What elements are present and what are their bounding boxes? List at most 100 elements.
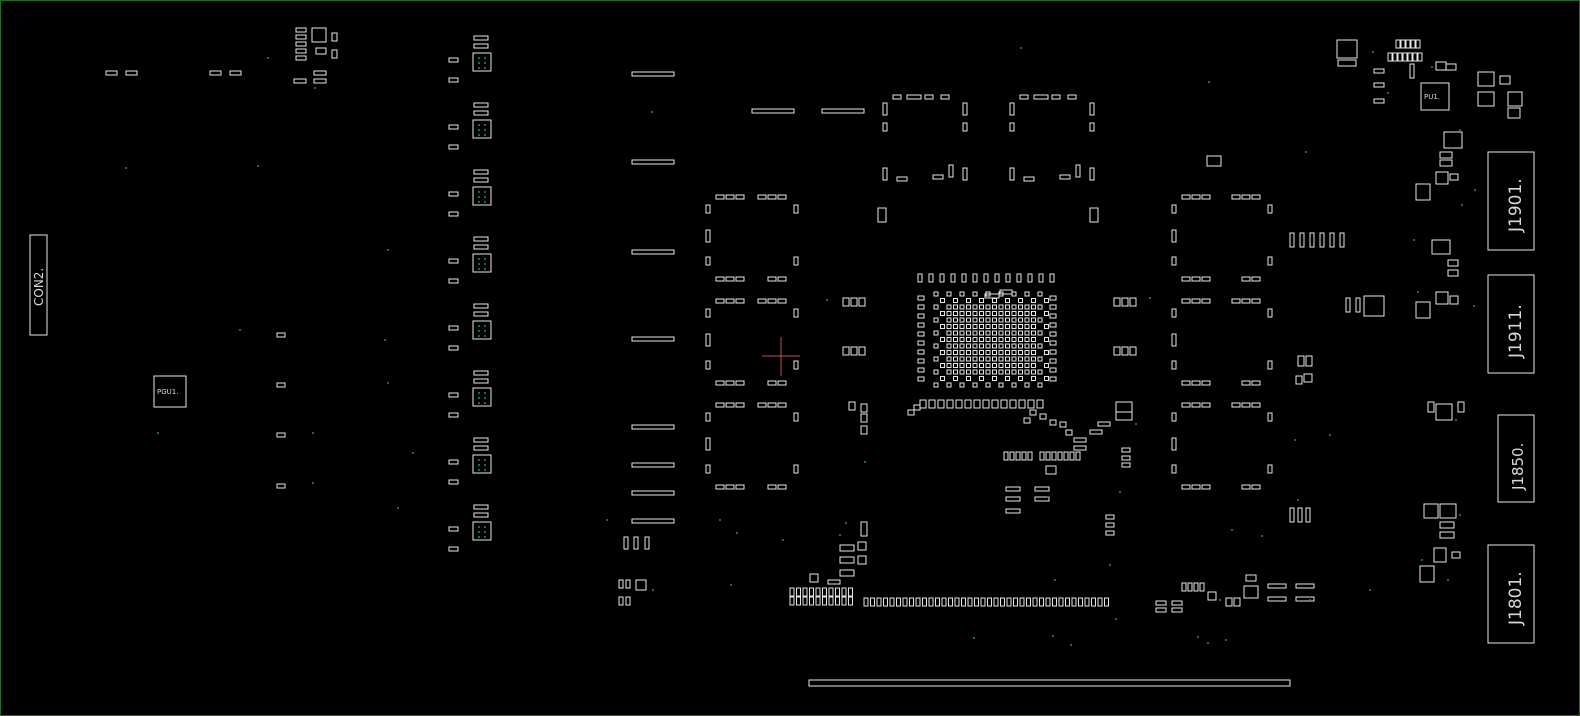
pad [1104, 597, 1109, 607]
pad [980, 597, 986, 607]
pad [953, 304, 958, 310]
pad [1251, 276, 1261, 282]
via [1473, 305, 1475, 307]
via [484, 196, 486, 198]
via [1047, 496, 1049, 498]
pad [974, 597, 979, 607]
edge-connector[interactable] [808, 679, 1291, 687]
pad [972, 356, 978, 362]
pad [1251, 194, 1261, 200]
via [1115, 618, 1117, 620]
pad [1065, 429, 1073, 436]
pad [1373, 82, 1385, 88]
pad [725, 380, 735, 386]
pad [915, 597, 921, 607]
pad [1005, 369, 1010, 375]
pad [1029, 409, 1037, 416]
pad [933, 343, 939, 349]
pad [972, 330, 978, 336]
pad [1435, 291, 1449, 305]
pad [962, 102, 968, 116]
pad [955, 399, 963, 409]
pad [1033, 94, 1049, 100]
pad [473, 236, 489, 242]
connector-j1901[interactable]: J1901. [1487, 151, 1535, 251]
pad [940, 337, 945, 342]
connector-j1850[interactable]: J1850. [1497, 414, 1535, 503]
pad [979, 311, 984, 316]
j1911-label: J1911. [1506, 304, 1526, 359]
pad [472, 387, 492, 407]
pad [448, 57, 459, 63]
pad [1018, 350, 1023, 355]
pad [889, 597, 895, 607]
pad [1295, 583, 1315, 589]
via [478, 134, 480, 136]
pad [1412, 52, 1418, 62]
pad [473, 311, 489, 317]
pad [1031, 363, 1036, 368]
pad [735, 194, 745, 200]
pad [1037, 330, 1043, 336]
pad [1031, 369, 1036, 375]
pad [1129, 297, 1137, 307]
pad [809, 587, 814, 597]
pad [1171, 464, 1177, 474]
pad [1191, 298, 1201, 304]
pad [850, 346, 858, 356]
via [484, 392, 486, 394]
pad [841, 596, 847, 606]
pad [293, 78, 307, 84]
connector-j1911[interactable]: J1911. [1487, 274, 1535, 374]
pad [1417, 52, 1423, 62]
pad [959, 343, 965, 349]
pad [1024, 356, 1030, 362]
pad [985, 311, 991, 316]
pad [922, 597, 927, 607]
pad [1415, 301, 1431, 319]
pad [953, 337, 958, 342]
pad [448, 325, 459, 331]
pad [828, 596, 834, 606]
pad [1045, 465, 1057, 475]
pgu1-label: PGU1. [157, 388, 178, 396]
pad [725, 194, 735, 200]
pad [946, 304, 952, 310]
pad [1191, 380, 1201, 386]
pad [946, 324, 952, 329]
pad [966, 317, 971, 323]
pad [941, 597, 947, 607]
pad [715, 484, 725, 490]
pad [631, 424, 675, 430]
pad [1011, 304, 1017, 310]
pad [1295, 596, 1315, 602]
pad [735, 380, 745, 386]
pad [473, 169, 489, 175]
pad [948, 597, 953, 607]
pad [777, 298, 787, 304]
pad [1024, 324, 1030, 329]
pad [757, 194, 767, 200]
pad [448, 526, 459, 532]
pad [1241, 194, 1251, 200]
pad [1005, 324, 1010, 329]
pad [1044, 298, 1049, 303]
component-pu1[interactable]: PU1. [1420, 82, 1450, 111]
pad [972, 369, 978, 375]
pad [982, 399, 990, 409]
pad [1129, 346, 1137, 356]
pad [1052, 597, 1057, 607]
pad [777, 402, 787, 408]
pad [1329, 232, 1335, 248]
via [478, 536, 480, 538]
pad [1097, 421, 1111, 427]
connector-j1801[interactable]: J1801. [1487, 544, 1535, 644]
pad [1339, 232, 1345, 248]
pad [935, 597, 940, 607]
connector-con2[interactable]: CON2. [29, 234, 48, 336]
component-pgu1[interactable]: PGU1. [153, 375, 187, 408]
pad [933, 330, 939, 336]
pad [953, 330, 958, 336]
